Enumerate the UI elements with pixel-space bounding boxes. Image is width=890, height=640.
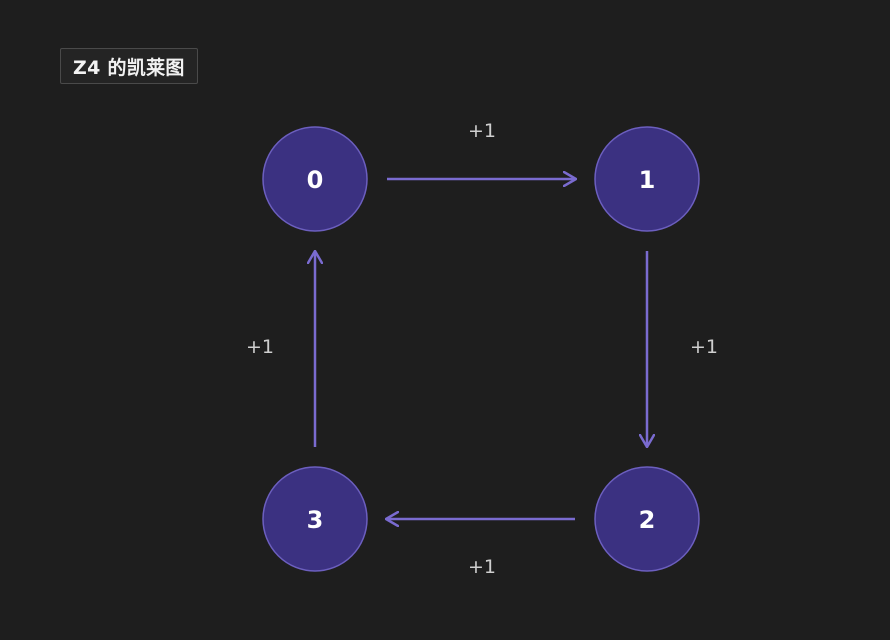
node-0: 0 (262, 126, 368, 232)
edge-3-to-0: +1 (246, 251, 315, 447)
edge-2-to-3: +1 (386, 519, 575, 578)
node-label-0: 0 (307, 166, 324, 194)
node-3: 3 (262, 466, 368, 572)
node-label-1: 1 (639, 166, 656, 194)
edge-label-2-to-3: +1 (468, 556, 496, 578)
node-label-3: 3 (307, 506, 324, 534)
diagram-title: Z4 的凯莱图 (60, 48, 198, 84)
edge-label-0-to-1: +1 (468, 120, 496, 142)
node-2: 2 (594, 466, 700, 572)
edge-0-to-1: +1 (387, 120, 576, 179)
edge-label-3-to-0: +1 (246, 336, 274, 358)
edge-1-to-2: +1 (647, 251, 718, 447)
node-1: 1 (594, 126, 700, 232)
node-label-2: 2 (639, 506, 656, 534)
edge-label-1-to-2: +1 (690, 336, 718, 358)
